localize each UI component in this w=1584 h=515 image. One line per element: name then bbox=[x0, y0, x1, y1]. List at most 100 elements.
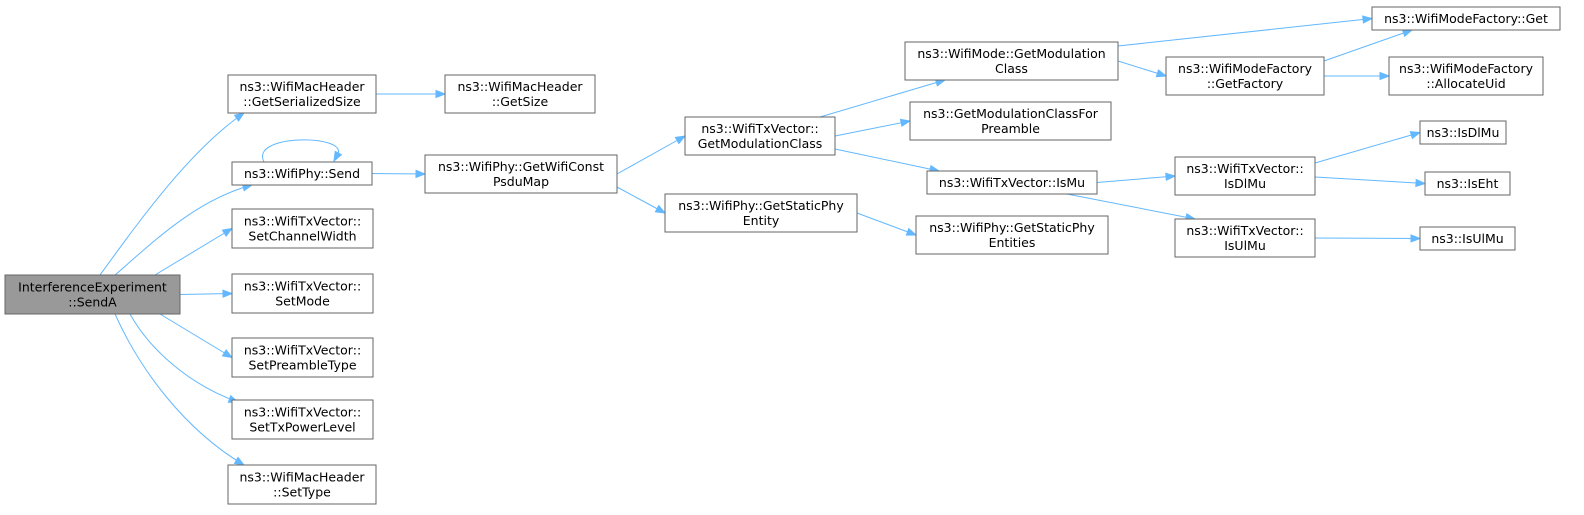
arrowhead bbox=[1165, 172, 1177, 182]
edge-line bbox=[1314, 237, 1421, 239]
node-label-line: ns3::WifiMacHeader bbox=[457, 79, 583, 94]
node-box bbox=[684, 116, 836, 156]
node-txvSetTxPowerLevel[interactable]: ns3::WifiTxVector::SetTxPowerLevel bbox=[231, 399, 374, 440]
node-txvIsUlMu[interactable]: ns3::WifiTxVector::IsUlMu bbox=[1174, 218, 1316, 258]
node-txvGetModulationClass[interactable]: ns3::WifiTxVector::GetModulationClass bbox=[684, 116, 836, 156]
node-macSetType[interactable]: ns3::WifiMacHeader::SetType bbox=[227, 464, 377, 505]
node-label-line: ns3::WifiPhy::GetStaticPhy bbox=[678, 198, 844, 213]
arrowhead bbox=[654, 204, 667, 214]
edge-line bbox=[154, 228, 233, 276]
node-label-line: ns3::WifiTxVector:: bbox=[1186, 223, 1303, 238]
node-label-line: Entities bbox=[989, 235, 1036, 250]
node-label-line: SetChannelWidth bbox=[248, 229, 356, 244]
edge-modeFactoryGetFactory-to-modeFactoryGet bbox=[1323, 29, 1414, 62]
edge-sendA-to-txvSetMode bbox=[179, 289, 234, 298]
arrowhead bbox=[221, 348, 234, 359]
node-box bbox=[1174, 218, 1316, 258]
node-macGetSerializedSize[interactable]: ns3::WifiMacHeader::GetSerializedSize bbox=[227, 74, 377, 114]
node-box bbox=[1371, 6, 1561, 31]
node-isEht[interactable]: ns3::IsEht bbox=[1424, 171, 1511, 196]
node-box bbox=[231, 399, 374, 440]
call-edges bbox=[99, 15, 1427, 466]
node-label-line: ns3::WifiPhy::GetWifiConst bbox=[438, 159, 604, 174]
node-label-line: ns3::WifiModeFactory bbox=[1178, 61, 1313, 76]
edge-line bbox=[1314, 132, 1421, 164]
edge-line bbox=[1066, 193, 1196, 220]
node-box bbox=[1424, 171, 1511, 196]
edge-line bbox=[819, 79, 946, 118]
node-box bbox=[926, 170, 1098, 195]
edge-modeFactoryGetFactory-to-modeFactoryAllocateUid bbox=[1324, 71, 1391, 81]
node-label-line: ns3::IsDlMu bbox=[1427, 125, 1500, 140]
node-modeGetModulationClass[interactable]: ns3::WifiMode::GetModulationClass bbox=[904, 41, 1119, 81]
node-sendA[interactable]: InterferenceExperiment::SendA bbox=[4, 274, 181, 315]
node-txvSetChannelWidth[interactable]: ns3::WifiTxVector::SetChannelWidth bbox=[231, 208, 374, 249]
node-box bbox=[1419, 120, 1507, 145]
arrowhead bbox=[1401, 29, 1414, 38]
edge-phyGetWifiConstPsduMap-to-phyGetStaticPhyEntity bbox=[616, 186, 667, 214]
node-box bbox=[909, 101, 1112, 141]
arrowhead bbox=[233, 112, 246, 122]
arrowhead bbox=[415, 169, 427, 179]
edge-line bbox=[114, 313, 245, 466]
arrowhead bbox=[233, 456, 246, 466]
node-label-line: ns3::IsEht bbox=[1437, 176, 1499, 191]
edge-sendA-to-macSetType bbox=[114, 313, 246, 466]
node-label-line: ns3::WifiTxVector:: bbox=[244, 279, 361, 294]
node-modeFactoryGetFactory[interactable]: ns3::WifiModeFactory::GetFactory bbox=[1165, 56, 1325, 96]
edge-line bbox=[834, 148, 940, 172]
node-label-line: Preamble bbox=[981, 121, 1040, 136]
node-box bbox=[915, 215, 1109, 255]
node-label-line: ns3::WifiModeFactory bbox=[1399, 61, 1534, 76]
node-txvIsMu[interactable]: ns3::WifiTxVector::IsMu bbox=[926, 170, 1098, 195]
node-box bbox=[1419, 226, 1516, 251]
node-txvIsDlMu[interactable]: ns3::WifiTxVector::IsDlMu bbox=[1174, 156, 1316, 196]
node-label-line: ::AllocateUid bbox=[1426, 76, 1505, 91]
edge-modeGetModulationClass-to-modeFactoryGetFactory bbox=[1117, 60, 1168, 78]
edge-modeGetModulationClass-to-modeFactoryGet bbox=[1117, 15, 1374, 47]
node-box bbox=[227, 74, 377, 114]
edge-line bbox=[1323, 29, 1413, 62]
arrowhead bbox=[899, 118, 912, 128]
node-label-line: ns3::WifiMode::GetModulation bbox=[917, 46, 1105, 61]
arrowhead bbox=[1409, 131, 1422, 140]
node-label-line: ns3::IsUlMu bbox=[1431, 231, 1503, 246]
node-box bbox=[904, 41, 1119, 81]
edge-phyGetWifiConstPsduMap-to-txvGetModulationClass bbox=[616, 135, 687, 175]
node-box bbox=[4, 274, 181, 315]
node-box bbox=[231, 337, 374, 378]
node-label-line: ns3::WifiTxVector:: bbox=[244, 214, 361, 229]
edge-line bbox=[856, 212, 917, 236]
node-label-line: IsUlMu bbox=[1224, 238, 1266, 253]
node-box bbox=[424, 154, 618, 194]
node-label-line: SetPreambleType bbox=[248, 358, 356, 373]
node-box bbox=[231, 161, 373, 186]
node-box bbox=[1388, 56, 1544, 96]
arrowhead bbox=[1410, 234, 1422, 243]
call-nodes: InterferenceExperiment::SendAns3::WifiMa… bbox=[4, 6, 1561, 505]
edge-txvIsMu-to-txvIsDlMu bbox=[1096, 172, 1177, 183]
node-txvSetPreambleType[interactable]: ns3::WifiTxVector::SetPreambleType bbox=[231, 337, 374, 378]
arrowhead bbox=[333, 150, 343, 163]
edge-macGetSerializedSize-to-macGetSize bbox=[376, 89, 447, 99]
node-isUlMu[interactable]: ns3::IsUlMu bbox=[1419, 226, 1516, 251]
node-modeFactoryGet[interactable]: ns3::WifiModeFactory::Get bbox=[1371, 6, 1561, 31]
edge-line bbox=[114, 184, 253, 276]
node-label-line: ns3::WifiTxVector:: bbox=[1186, 161, 1303, 176]
node-label-line: SetTxPowerLevel bbox=[249, 420, 355, 435]
node-macGetSize[interactable]: ns3::WifiMacHeader::GetSize bbox=[444, 74, 596, 114]
edge-sendA-to-txvSetPreambleType bbox=[159, 313, 234, 359]
node-label-line: ::SendA bbox=[68, 295, 117, 310]
node-label-line: ::GetFactory bbox=[1207, 76, 1284, 91]
node-phySend[interactable]: ns3::WifiPhy::Send bbox=[231, 161, 373, 186]
node-txvSetMode[interactable]: ns3::WifiTxVector::SetMode bbox=[231, 273, 374, 314]
node-modeFactoryAllocateUid[interactable]: ns3::WifiModeFactory::AllocateUid bbox=[1388, 56, 1544, 96]
node-label-line: Entity bbox=[743, 213, 780, 228]
edge-line bbox=[159, 313, 233, 358]
edge-txvIsUlMu-to-isUlMu bbox=[1314, 234, 1422, 243]
node-isDlMu[interactable]: ns3::IsDlMu bbox=[1419, 120, 1507, 145]
